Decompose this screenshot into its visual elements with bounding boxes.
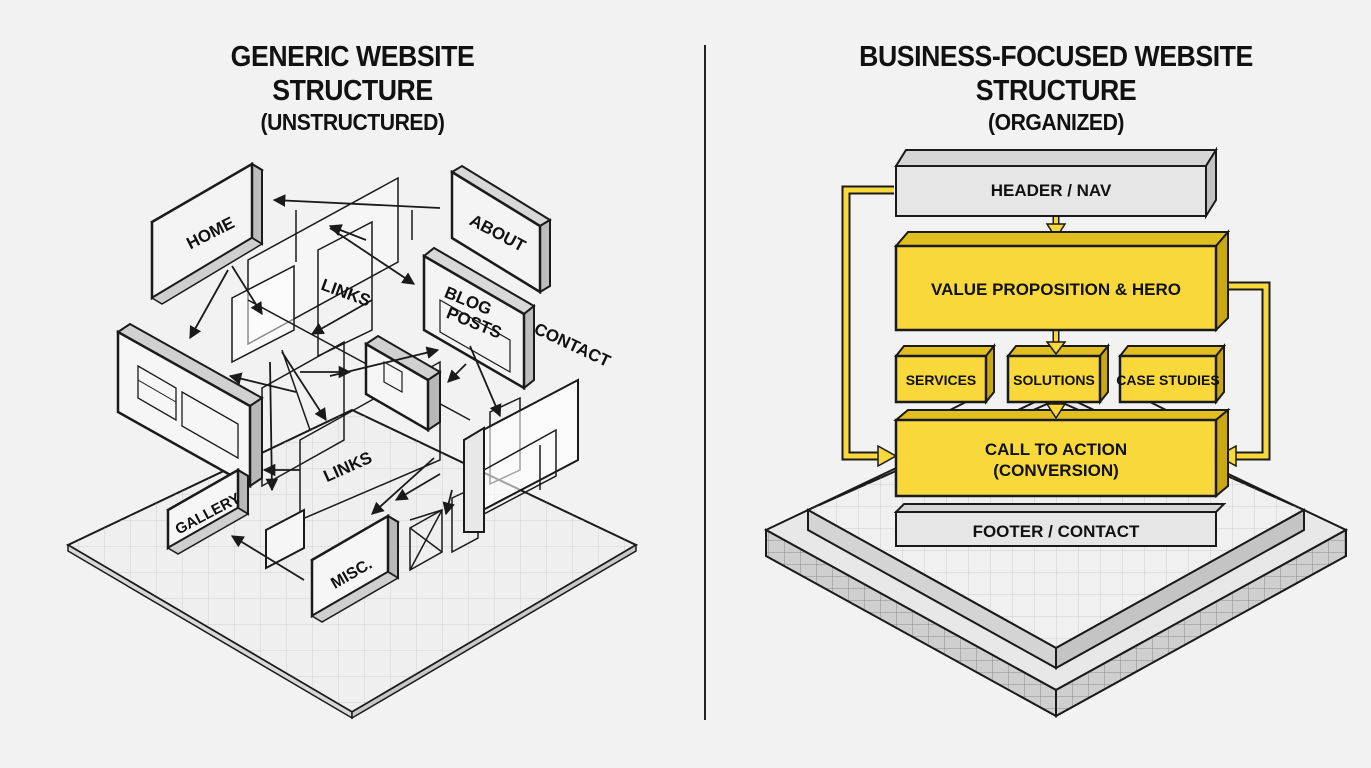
cta-label-line1: CALL TO ACTION — [985, 440, 1127, 459]
footer-label: FOOTER / CONTACT — [973, 522, 1140, 541]
cta-label-line2: (CONVERSION) — [993, 461, 1119, 480]
services-block: SERVICES — [893, 343, 997, 405]
right-subtitle-text: (ORGANIZED) — [987, 109, 1124, 135]
small-tile — [265, 508, 305, 570]
value-proposition-block: VALUE PROPOSITION & HERO — [893, 229, 1231, 333]
case-studies-label: CASE STUDIES — [1116, 372, 1219, 388]
services-label: SERVICES — [906, 372, 977, 388]
case-studies-block: CASE STUDIES — [1116, 343, 1227, 405]
small-slab — [364, 334, 442, 433]
right-title-text: BUSINESS-FOCUSED WEBSITE STRUCTURE — [859, 41, 1253, 107]
contact-label: CONTACT — [531, 319, 614, 371]
screen-panel — [116, 322, 264, 489]
value-proposition-label: VALUE PROPOSITION & HERO — [931, 280, 1181, 299]
header-block: HEADER / NAV — [894, 146, 1218, 220]
home-box — [150, 161, 264, 305]
cta-block: CALL TO ACTION (CONVERSION) — [893, 407, 1231, 499]
misc-box — [310, 513, 400, 623]
gallery-box — [166, 467, 250, 555]
about-box — [450, 164, 552, 295]
solutions-block: SOLUTIONS — [1005, 343, 1111, 405]
footer-block: FOOTER / CONTACT — [893, 503, 1227, 547]
left-panel-title: GENERIC WEBSITE STRUCTURE (UNSTRUCTURED) — [130, 40, 575, 136]
left-arrows — [189, 194, 502, 581]
solutions-label: SOLUTIONS — [1013, 372, 1095, 388]
right-panel-title: BUSINESS-FOCUSED WEBSITE STRUCTURE (ORGA… — [770, 40, 1342, 136]
left-title-text: GENERIC WEBSITE STRUCTURE — [230, 41, 475, 107]
header-label: HEADER / NAV — [991, 181, 1112, 200]
contact-frame — [463, 378, 579, 533]
blog-posts-box — [422, 246, 536, 391]
left-subtitle-text: (UNSTRUCTURED) — [260, 109, 445, 135]
